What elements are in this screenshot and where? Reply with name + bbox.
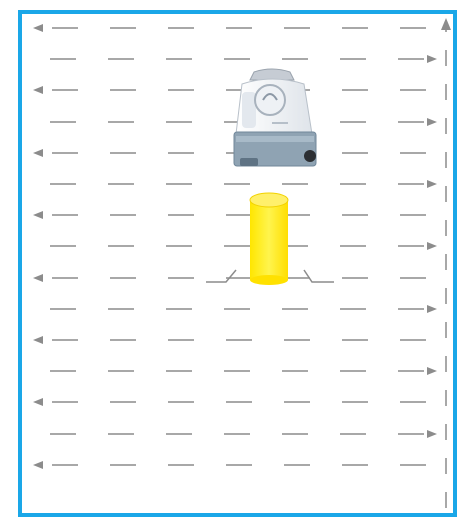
return-path-arrow <box>441 18 451 508</box>
obstacle-cylinder <box>250 193 288 285</box>
detour-segment-right <box>304 270 334 282</box>
robot <box>234 69 316 166</box>
detour-segment-left <box>206 270 236 282</box>
robot-face-icon <box>255 85 285 115</box>
path-rows <box>34 28 436 465</box>
map-border <box>20 12 455 515</box>
robot-wheel-icon <box>304 150 316 162</box>
up-arrow-icon <box>441 18 451 30</box>
